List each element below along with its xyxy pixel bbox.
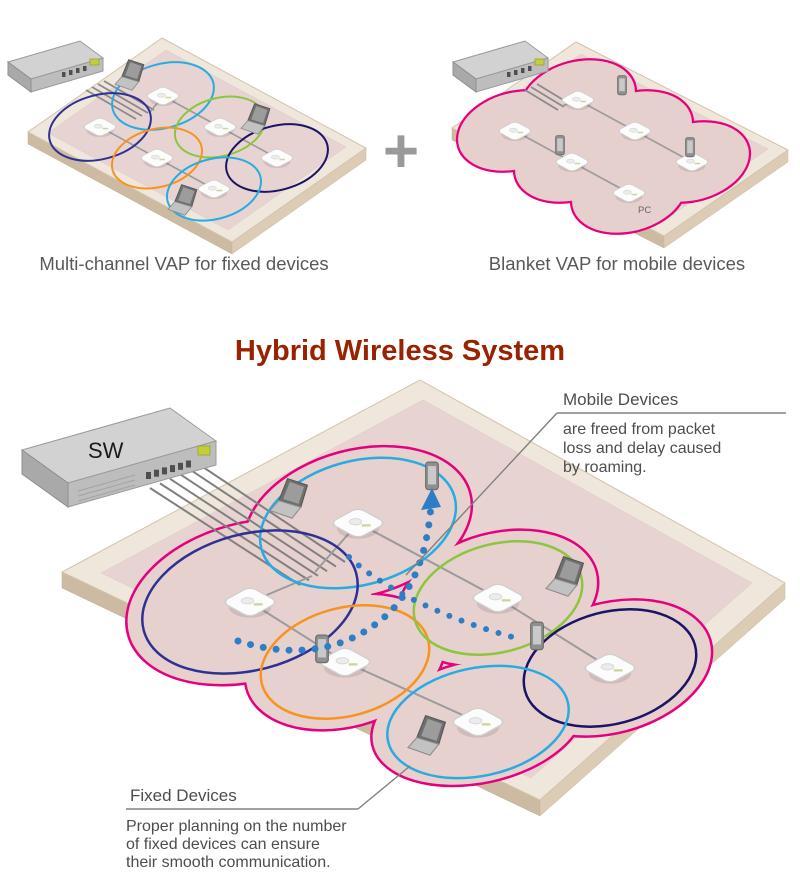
- phone-icon: [617, 75, 627, 96]
- multichannel-diagram: [6, 37, 367, 255]
- coverage-circle-cyan2: [165, 156, 263, 222]
- mobile-devices-note-line1: are freed from packet: [563, 421, 716, 438]
- caption-left: Multi-channel VAP for fixed devices: [39, 253, 328, 274]
- switch-icon: [451, 40, 550, 93]
- annotation-pointer-line: [357, 765, 411, 810]
- coverage-circle-cyan: [258, 456, 458, 590]
- coverage-circle-navy: [225, 123, 329, 193]
- caption-right: Blanket VAP for mobile devices: [489, 253, 745, 274]
- fixed-devices-note-line3: their smooth communication.: [126, 854, 331, 871]
- coverage-circle-cyan2: [386, 664, 570, 780]
- coverage-circles: [141, 456, 698, 780]
- phone-icon: [530, 621, 544, 651]
- coverage-circle-orange: [110, 126, 204, 190]
- pc-label: PC: [638, 205, 651, 216]
- phone-icon: [555, 135, 565, 156]
- fixed-devices-annotation: Fixed Devices Proper planning on the num…: [126, 765, 411, 871]
- blanket-diagram: PC: [451, 40, 789, 249]
- mobile-devices-heading: Mobile Devices: [563, 390, 678, 409]
- page-title: Hybrid Wireless System: [235, 335, 565, 367]
- fixed-devices-heading: Fixed Devices: [130, 786, 237, 805]
- hybrid-diagram: SW: [20, 379, 786, 817]
- switch-icon: SW: [20, 407, 218, 508]
- phone-icon: [425, 461, 439, 491]
- plus-sign: +: [383, 117, 419, 186]
- switch-icon: [6, 40, 105, 93]
- roaming-arrowhead: [421, 488, 441, 510]
- roaming-path: [234, 502, 519, 654]
- annotation-pointer-line: [405, 412, 558, 576]
- coverage-circle-navy: [522, 608, 698, 728]
- coverage-circle-green: [412, 540, 584, 656]
- phone-icon: [685, 137, 695, 158]
- coverage-circle-blue: [48, 92, 152, 162]
- mobile-devices-note-line2: loss and delay caused: [563, 440, 721, 457]
- coverage-circles: [48, 61, 329, 222]
- mobile-devices-note-line3: by roaming.: [563, 459, 647, 476]
- fixed-devices-note-line2: of fixed devices can ensure: [126, 836, 320, 853]
- coverage-circle-blue: [141, 529, 359, 675]
- sw-label: SW: [88, 438, 124, 463]
- fixed-devices-note-line1: Proper planning on the number: [126, 818, 347, 835]
- mobile-devices-annotation: Mobile Devices are freed from packet los…: [405, 390, 786, 576]
- floor: [27, 37, 367, 255]
